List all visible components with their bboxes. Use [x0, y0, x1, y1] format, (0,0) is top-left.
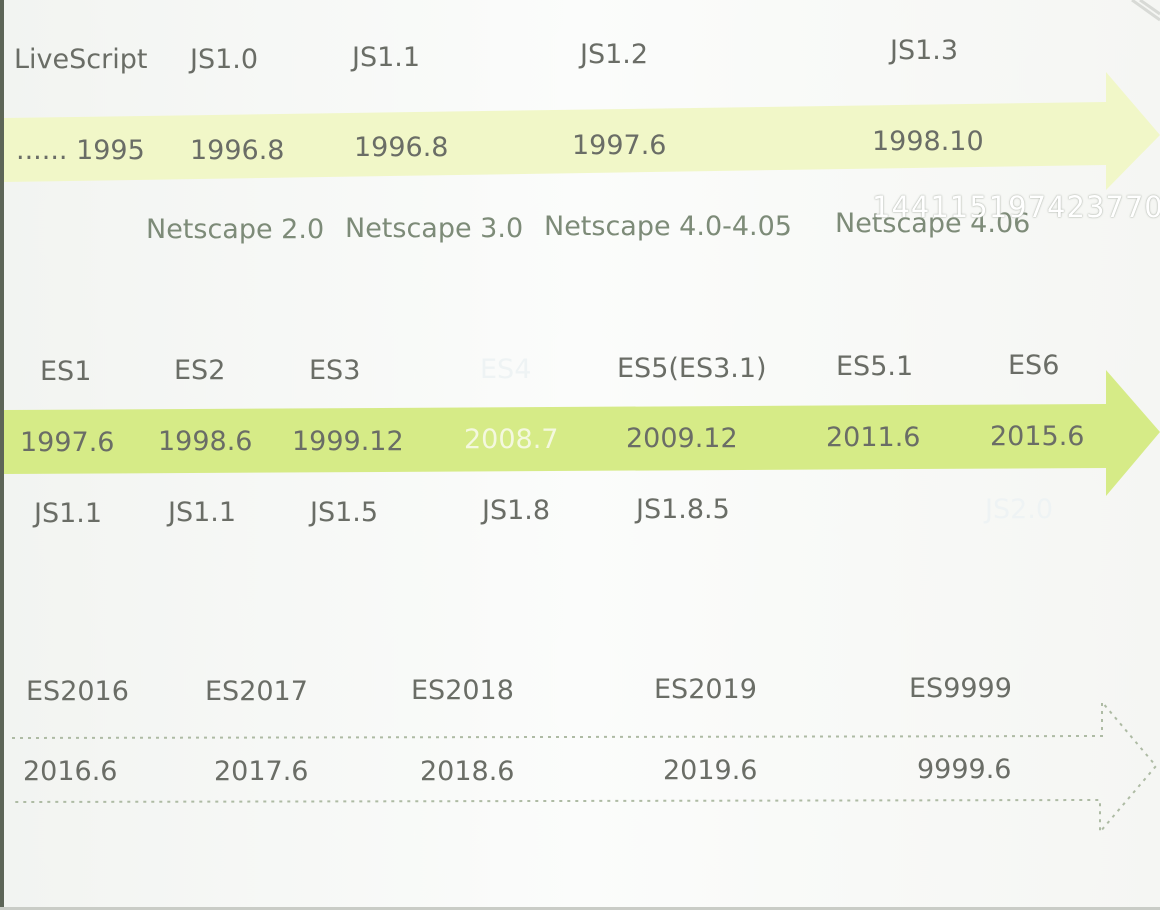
- browser-netscape-4-06: Netscape 4.06: [835, 208, 1031, 239]
- es5-label: ES5(ES3.1): [617, 353, 767, 384]
- date-1997-6-es1: 1997.6: [20, 427, 115, 458]
- future-timeline-arrow: [11, 699, 1158, 835]
- netscape-timeline-arrow: [4, 72, 1160, 190]
- date-2017-6: 2017.6: [214, 756, 309, 787]
- date-1995: ...... 1995: [16, 135, 145, 166]
- es2019-label: ES2019: [654, 674, 757, 705]
- date-1996-8-b: 1996.8: [354, 132, 449, 163]
- corner-mark: [1131, 0, 1160, 22]
- video-watermark: 144115197423770: [872, 190, 1160, 224]
- livescript-label: LiveScript: [14, 44, 148, 75]
- js1-1-es2: JS1.1: [168, 497, 237, 528]
- browser-netscape-2: Netscape 2.0: [146, 214, 325, 245]
- date-1998-10: 1998.10: [872, 126, 984, 157]
- date-1997-6: 1997.6: [572, 130, 667, 161]
- date-2009-12: 2009.12: [626, 423, 738, 454]
- js1-0-label: JS1.0: [190, 44, 259, 75]
- js1-2-label: JS1.2: [580, 39, 649, 70]
- date-1996-8-a: 1996.8: [190, 135, 285, 166]
- es6-label: ES6: [1008, 350, 1060, 381]
- date-2016-6: 2016.6: [23, 756, 118, 787]
- js1-8-es4: JS1.8: [482, 495, 551, 526]
- js2-0-es6: JS2.0: [985, 494, 1054, 525]
- date-2019-6: 2019.6: [663, 755, 758, 786]
- slide-left-edge: [0, 0, 4, 910]
- es3-label: ES3: [309, 355, 361, 386]
- slide-bottom-edge: [0, 907, 1160, 910]
- js1-1-label: JS1.1: [352, 42, 421, 73]
- es1-label: ES1: [40, 356, 92, 387]
- date-2011-6: 2011.6: [826, 422, 921, 453]
- es4-label: ES4: [480, 354, 532, 385]
- es9999-label: ES9999: [909, 673, 1012, 704]
- es2016-label: ES2016: [26, 676, 129, 707]
- browser-netscape-3: Netscape 3.0: [345, 213, 524, 244]
- ecmascript-timeline-arrow: [4, 370, 1160, 496]
- js1-3-label: JS1.3: [890, 35, 959, 66]
- es2017-label: ES2017: [205, 676, 308, 707]
- js1-8-5-es5: JS1.8.5: [636, 494, 730, 525]
- js1-1-es1: JS1.1: [34, 498, 103, 529]
- es2-label: ES2: [174, 355, 226, 386]
- js1-5-es3: JS1.5: [310, 497, 379, 528]
- date-2008-7: 2008.7: [464, 424, 559, 455]
- date-1998-6: 1998.6: [158, 426, 253, 457]
- browser-netscape-4: Netscape 4.0-4.05: [544, 211, 792, 242]
- es2018-label: ES2018: [411, 675, 514, 706]
- date-9999-6: 9999.6: [917, 754, 1012, 785]
- es5-1-label: ES5.1: [836, 351, 914, 382]
- date-2018-6: 2018.6: [420, 756, 515, 787]
- date-2015-6: 2015.6: [990, 421, 1085, 452]
- date-1999-12: 1999.12: [292, 426, 404, 457]
